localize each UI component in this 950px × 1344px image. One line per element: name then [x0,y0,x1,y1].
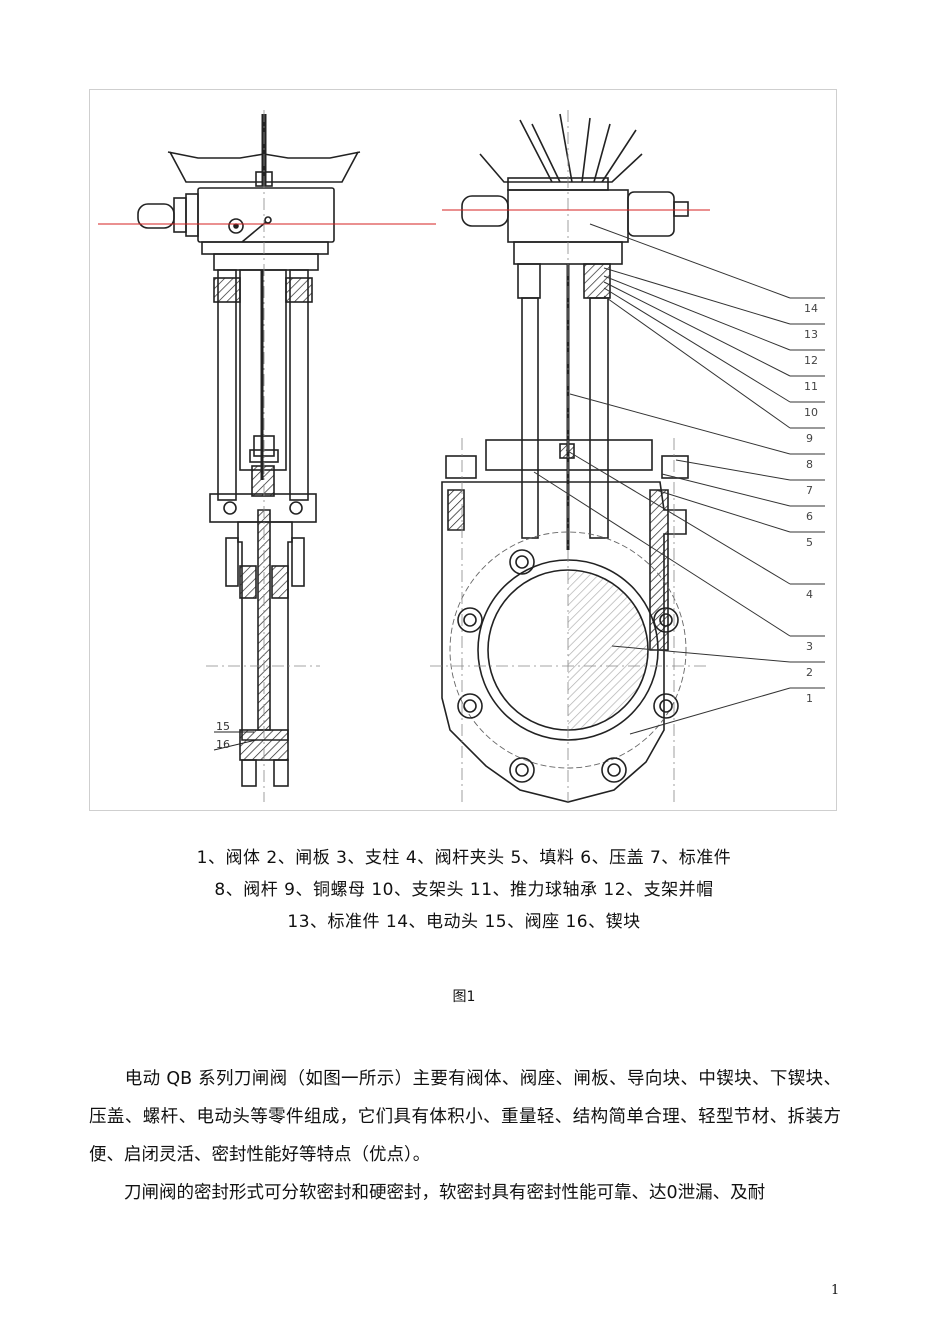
callout-4: 4 [806,588,813,601]
callout-14: 14 [804,302,818,315]
callout-6: 6 [806,510,813,523]
valve-drawing-figure: 14 13 12 11 10 9 8 7 6 5 4 3 2 1 15 16 [89,89,837,811]
legend-line-1: 1、阀体 2、闸板 3、支柱 4、阀杆夹头 5、填料 6、压盖 7、标准件 [196,848,732,868]
callout-16: 16 [216,738,230,751]
callout-10: 10 [804,406,818,419]
callout-8: 8 [806,458,813,471]
callout-3: 3 [806,640,813,653]
callout-5: 5 [806,536,813,549]
paragraph-1: 电动 QB 系列刀闸阀（如图一所示）主要有阀体、阀座、闸板、导向块、中锲块、下锲… [89,1069,841,1165]
callout-7: 7 [806,484,813,497]
callout-15: 15 [216,720,230,733]
callout-9: 9 [806,432,813,445]
callout-13: 13 [804,328,818,341]
callout-2: 2 [806,666,813,679]
legend-line-2: 8、阀杆 9、铜螺母 10、支架头 11、推力球轴承 12、支架并帽 [214,880,714,900]
paragraph-2: 刀闸阀的密封形式可分软密封和硬密封，软密封具有密封性能可靠、达0泄漏、及耐 [89,1183,766,1203]
callout-12: 12 [804,354,818,367]
valve-drawing-svg: 14 13 12 11 10 9 8 7 6 5 4 3 2 1 15 16 [98,110,825,803]
callout-1: 1 [806,692,813,705]
figure-caption: 图1 [452,989,476,1005]
callout-11: 11 [804,380,818,393]
page-number: 1 [831,1283,840,1298]
legend-line-3: 13、标准件 14、电动头 15、阀座 16、锲块 [287,912,641,932]
